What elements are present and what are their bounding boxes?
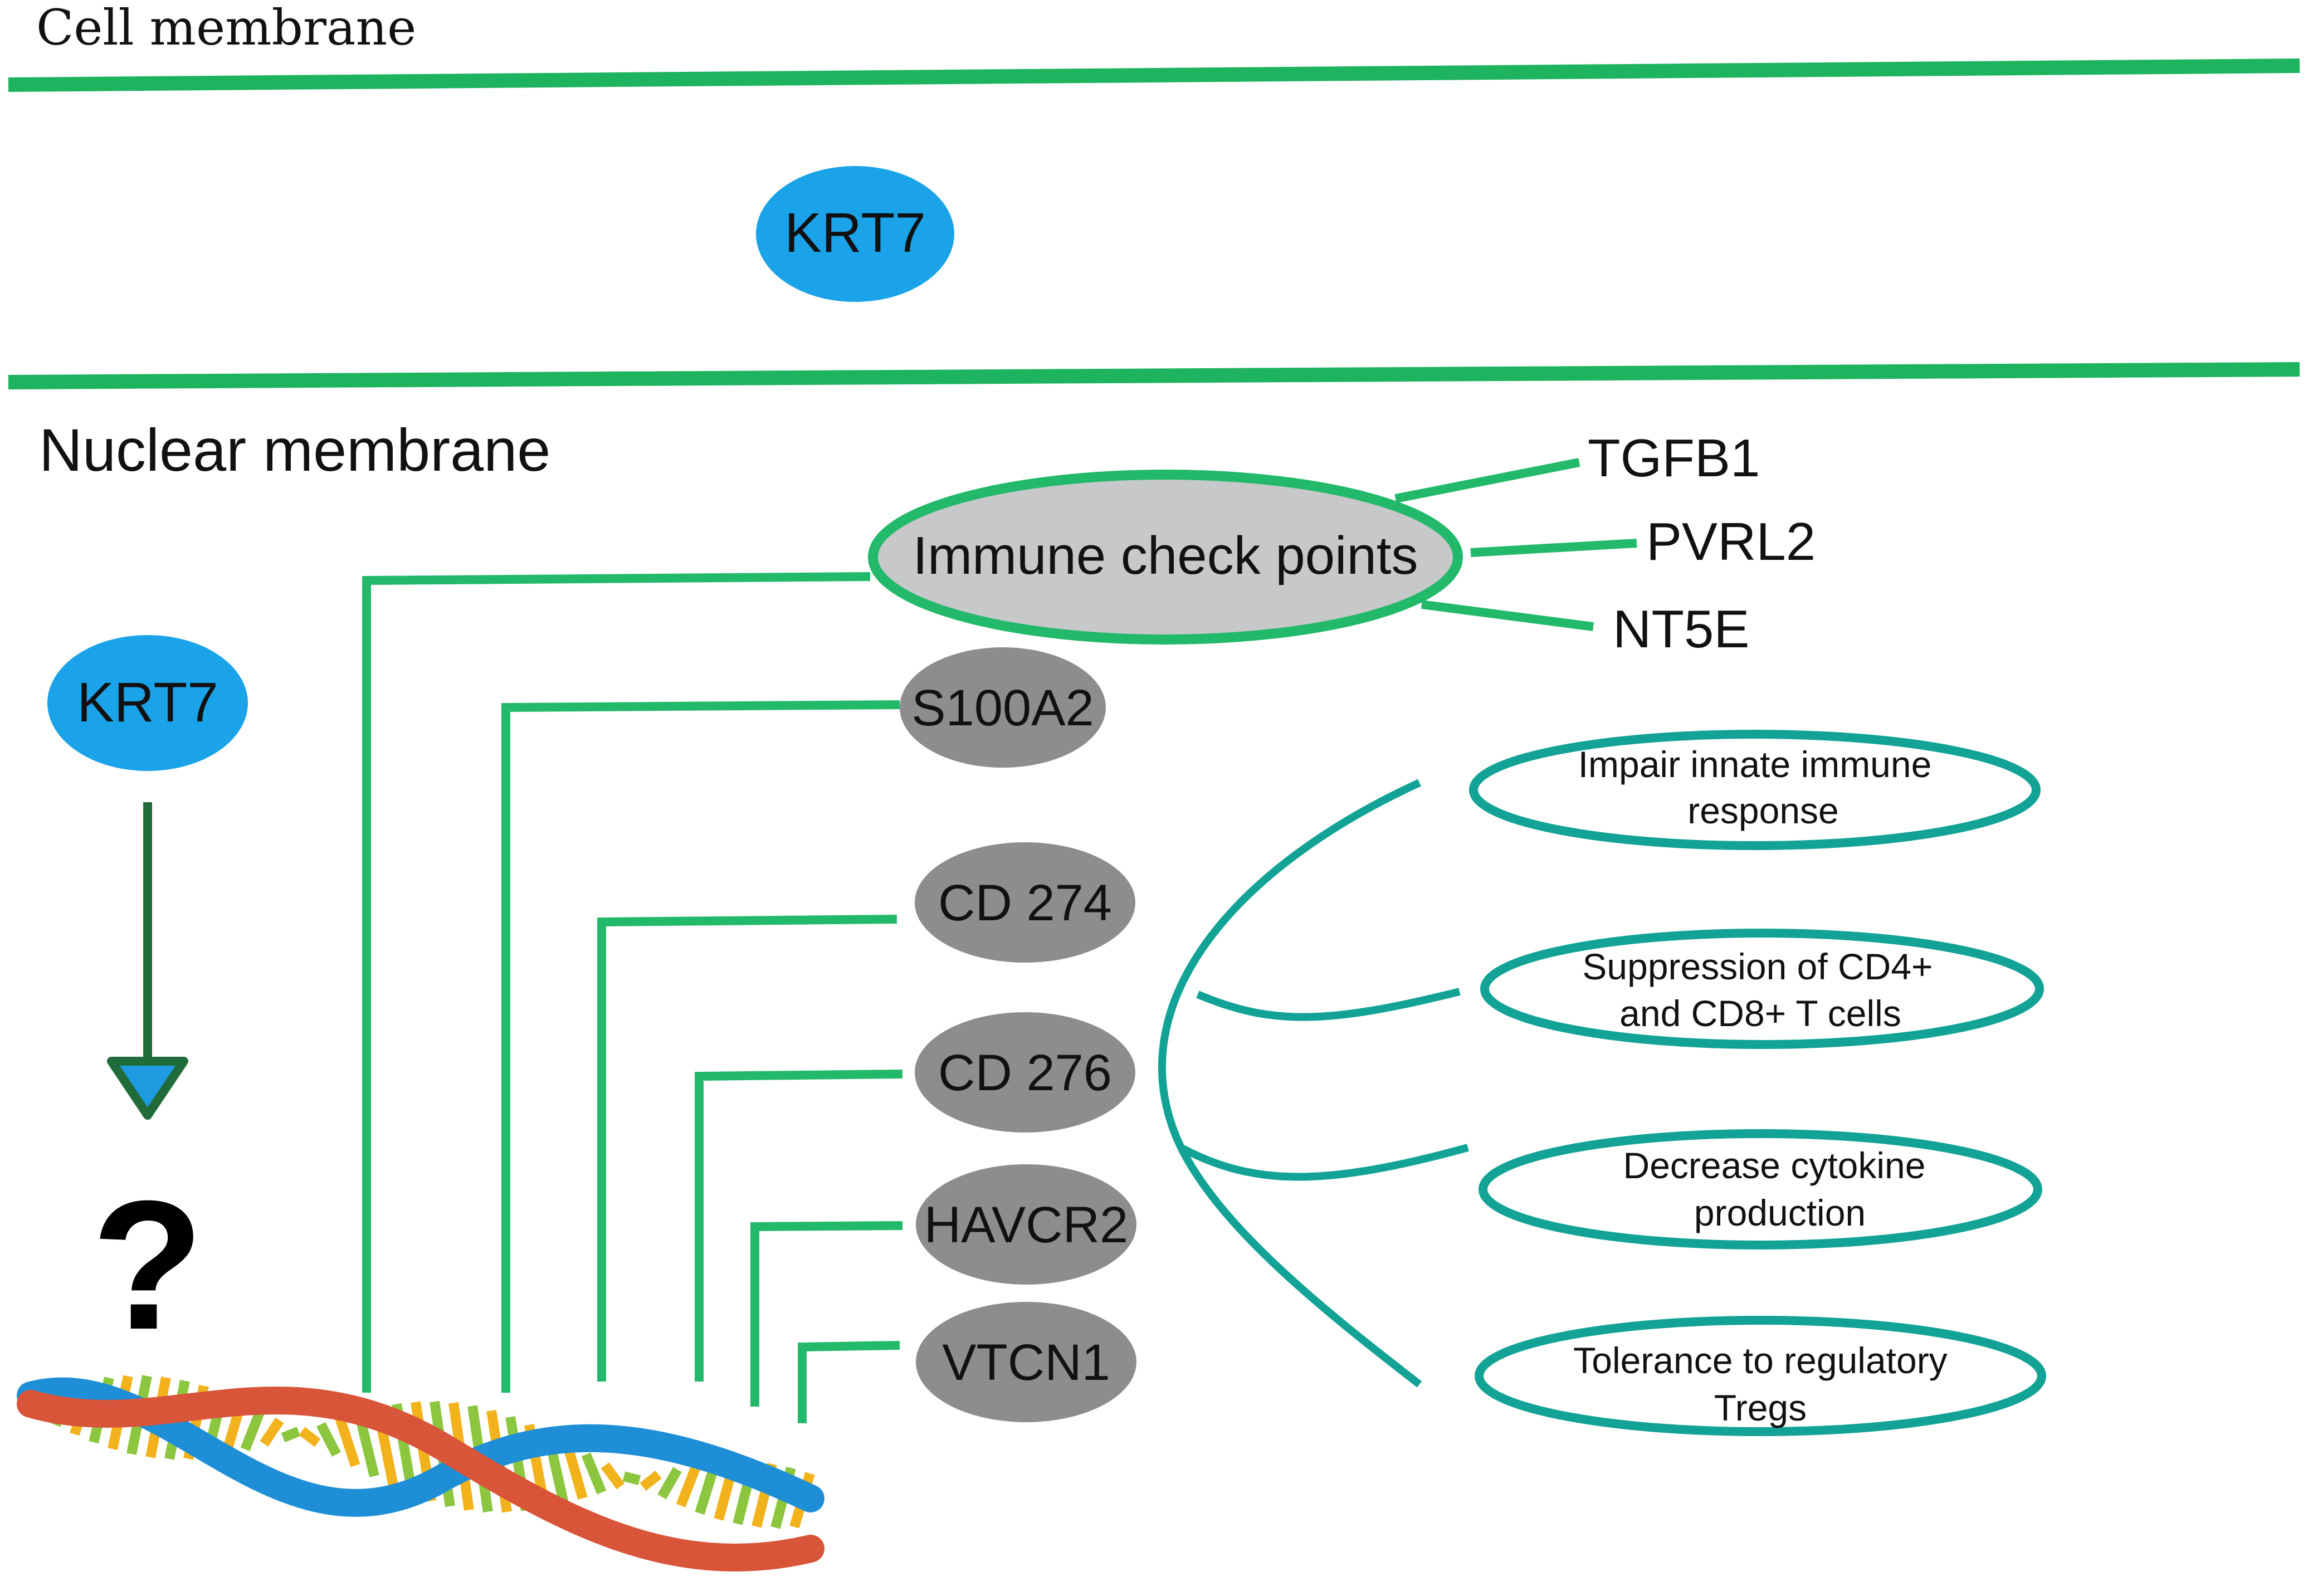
cd274-label: CD 274 [938,875,1112,931]
havcr2-node [916,1164,1136,1285]
cell-membrane-line [8,58,2300,92]
effect-tolerance-line2: Tregs [1714,1387,1807,1428]
effect-suppression-line2: and CD8+ T cells [1619,993,1901,1034]
nuclear-membrane-line [8,362,2300,389]
dna-base-pair [601,1462,625,1490]
dna-base-pair [622,1471,641,1486]
effects-branch-lower [1179,1144,1469,1181]
krt7-nucleus-node [47,635,248,771]
immune-check-points-node [868,470,1463,645]
vtcn1-node [916,1302,1136,1422]
havcr2-label: HAVCR2 [924,1197,1128,1253]
effect-impair-innate-line2: response [1687,790,1839,831]
s100a2-label: S100A2 [911,680,1094,736]
effects-bracket [1158,779,1422,1388]
havcr2-connector [750,1221,903,1407]
dna-base-pair [581,1452,607,1495]
immune-to-dna-connector [362,572,871,1393]
dna-base-pair [640,1471,662,1491]
krt7-cytoplasm-node [756,166,954,302]
krt7-nucleus-label: KRT7 [77,671,218,734]
effect-suppression-node [1480,929,2044,1049]
question-mark: ? [91,1162,204,1368]
arrow-head [107,1057,188,1120]
cd276-label: CD 276 [938,1045,1112,1101]
dna-base-pair [240,1408,266,1451]
dna-base-pair [260,1417,284,1447]
tgfb1-label: TGFB1 [1588,428,1760,488]
effect-cytokine-line1: Decrease cytokine [1623,1145,1926,1186]
pvrl2-label: PVRL2 [1646,512,1816,572]
nt5e-connector [1421,600,1594,631]
effect-tolerance-node [1475,1316,2046,1436]
krt7-cytoplasm-label: KRT7 [784,202,926,264]
effect-suppression-line1: Suppression of CD4+ [1582,946,1933,987]
dna-helix-icon [17,1375,824,1571]
dna-base-pair [657,1467,682,1500]
pvrl2-connector [1470,539,1637,557]
dna-base-pair [316,1422,341,1457]
dna-base-pair [335,1416,360,1467]
effect-tolerance-line1: Tolerance to regulatory [1573,1340,1947,1381]
cell-membrane-label: Cell membrane [36,0,416,56]
tgfb1-connector [1394,458,1580,503]
vtcn1-connector [798,1341,900,1423]
s100a2-connector [501,700,900,1393]
effect-impair-innate-node [1469,730,2041,850]
effect-impair-innate-line1: Impair innate immune [1578,744,1932,785]
effects-branch-upper [1196,988,1461,1021]
cd274-node [915,842,1135,963]
cd276-node [915,1012,1135,1133]
dna-base-pair [299,1427,321,1447]
nt5e-label: NT5E [1613,599,1749,659]
cd276-connector [695,1070,903,1382]
vtcn1-label: VTCN1 [942,1334,1110,1391]
dna-base-pair [676,1463,701,1508]
effect-cytokine-line2: production [1694,1192,1866,1233]
cd274-connector [597,915,897,1382]
immune-check-points-label: Immune check points [913,526,1418,585]
dna-base-pair [281,1427,301,1442]
s100a2-node [900,647,1106,768]
nuclear-membrane-label: Nuclear membrane [39,416,550,484]
effect-cytokine-node [1479,1129,2042,1250]
